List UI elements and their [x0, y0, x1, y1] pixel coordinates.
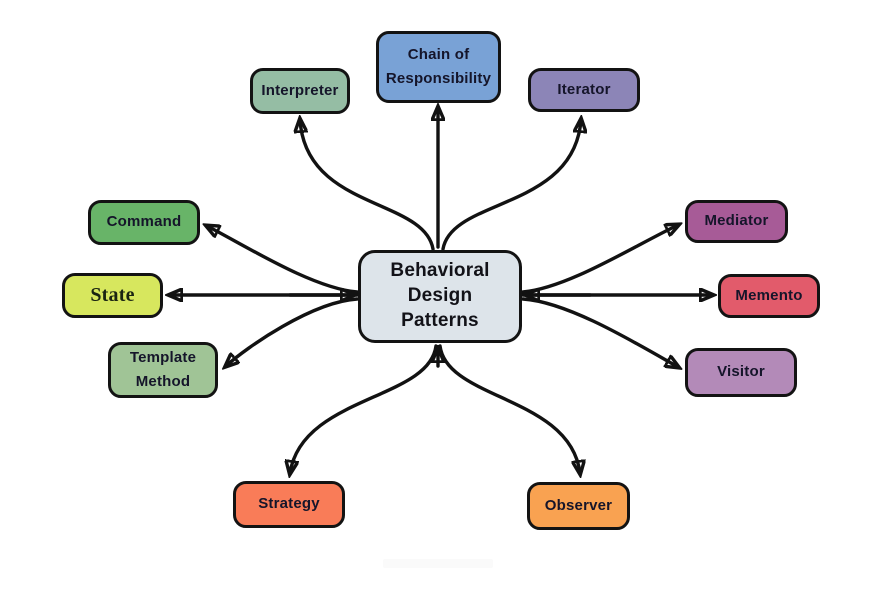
- node-command: Command: [88, 200, 200, 245]
- node-label: Observer: [544, 496, 613, 514]
- node-state: State: [62, 273, 163, 318]
- node-chain-of-responsibility: Chain of Responsibility: [376, 31, 501, 103]
- node-label: Visitor: [717, 363, 765, 381]
- arrow-center-to-observer: [438, 344, 580, 473]
- arrow-center-to-iterator: [441, 120, 581, 251]
- node-label: Interpreter: [261, 81, 339, 99]
- arrow-center-to-strategy: [290, 344, 438, 473]
- node-observer: Observer: [527, 482, 630, 530]
- node-label: Command: [106, 213, 182, 231]
- arrow-center-to-command: [207, 226, 359, 294]
- arrow-center-to-template: [226, 297, 359, 366]
- arrow-center-to-interpreter: [300, 120, 435, 251]
- node-label: Chain of Responsibility: [385, 46, 492, 87]
- node-iterator: Iterator: [528, 68, 640, 112]
- node-behavioral-design-patterns: Behavioral Design Patterns: [358, 250, 522, 343]
- node-label: Strategy: [258, 495, 320, 513]
- node-label: Behavioral Design Patterns: [390, 260, 490, 331]
- node-label: State: [90, 284, 135, 306]
- node-visitor: Visitor: [685, 348, 797, 397]
- arrow-center-to-mediator: [521, 225, 678, 294]
- node-label: Mediator: [704, 212, 769, 230]
- node-interpreter: Interpreter: [250, 68, 350, 114]
- node-label: Template Method: [129, 349, 197, 390]
- arrow-center-to-visitor: [521, 297, 678, 367]
- node-mediator: Mediator: [685, 200, 788, 243]
- node-strategy: Strategy: [233, 481, 345, 528]
- faint-watermark-smudge: [383, 559, 493, 568]
- node-label: Memento: [735, 286, 803, 304]
- node-template-method: Template Method: [108, 342, 218, 398]
- node-memento: Memento: [718, 274, 820, 318]
- node-label: Iterator: [557, 80, 611, 98]
